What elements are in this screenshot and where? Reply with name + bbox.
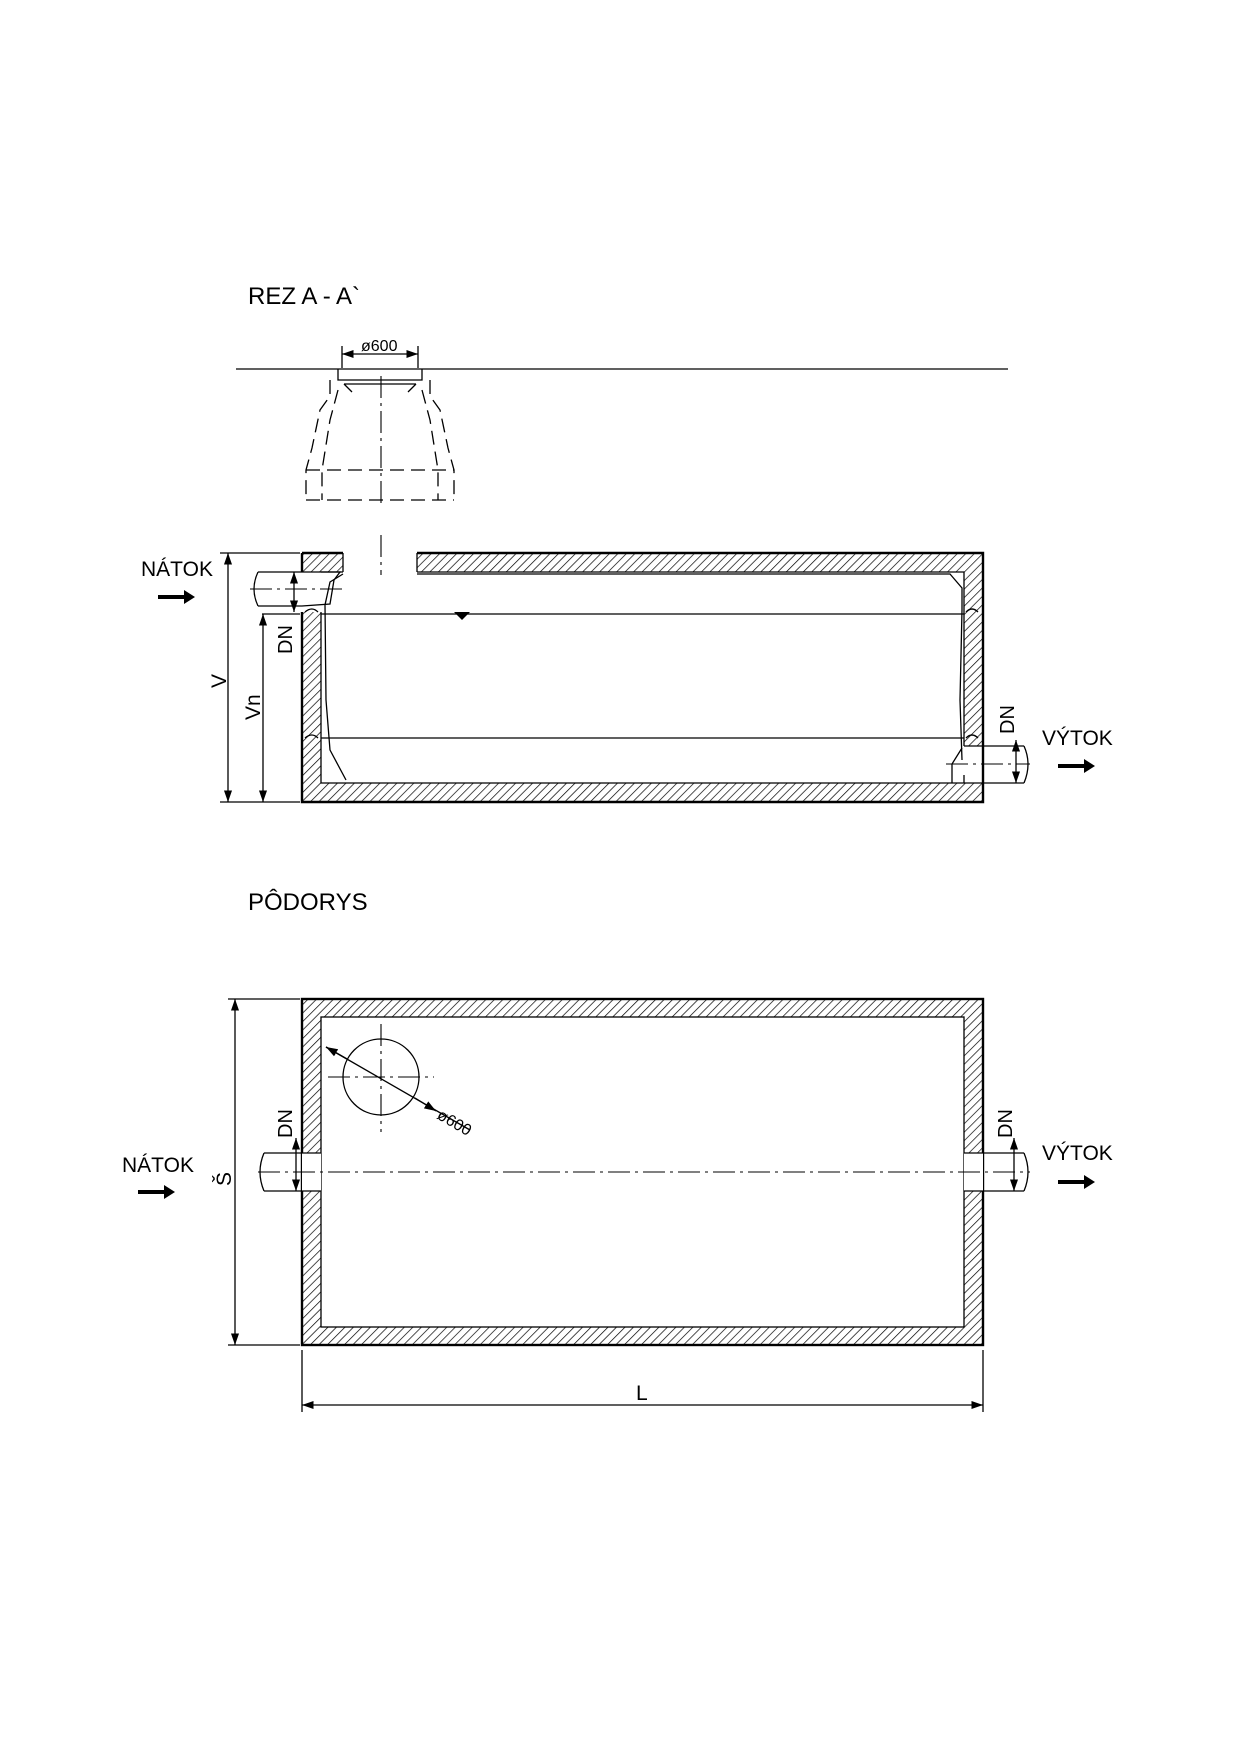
section-inlet-label: NÁTOK (141, 558, 213, 581)
plan-inlet-label: NÁTOK (122, 1154, 194, 1177)
inlet-pipe-section: DN (250, 571, 346, 654)
plan-view: PÔDORYS DN DN (122, 888, 1113, 1412)
manhole-diameter-label: ø600 (361, 338, 398, 355)
plan-outlet-dn-label: DN (995, 1109, 1017, 1138)
section-view: REZ A - A` ø600 (141, 283, 1113, 804)
height-label: V (208, 674, 231, 688)
water-height-label: Vn (242, 694, 265, 720)
plan-inlet-dn-label: DN (275, 1109, 297, 1138)
plan-title: PÔDORYS (248, 888, 368, 916)
length-label: L (636, 1382, 648, 1405)
manhole-plan: ø600 (325, 1024, 474, 1140)
plan-outlet-label: VÝTOK (1042, 1142, 1113, 1165)
height-dimension: V (208, 552, 300, 803)
plan-manhole-diameter-label: ø600 (434, 1107, 474, 1140)
tank-section-walls (300, 551, 985, 804)
water-height-dimension: Vn (242, 613, 300, 802)
outlet-dn-label: DN (997, 705, 1019, 734)
section-title: REZ A - A` (248, 283, 360, 310)
plan-inlet-arrow (138, 1185, 175, 1199)
outlet-pipe-section: DN (946, 705, 1030, 784)
inner-tank-liner (304, 535, 979, 781)
width-label: Š (213, 1172, 236, 1186)
manhole-diameter-dimension: ø600 (341, 338, 419, 368)
length-dimension: L (301, 1350, 984, 1412)
width-dimension: Š (213, 998, 300, 1346)
manhole-shaft (305, 369, 455, 504)
plan-outlet-arrow (1058, 1175, 1095, 1189)
section-outlet-label: VÝTOK (1042, 727, 1113, 750)
section-outlet-arrow (1058, 759, 1095, 773)
section-inlet-arrow (158, 590, 195, 604)
outlet-pipe-plan: DN (964, 1109, 1029, 1192)
inlet-dn-label: DN (275, 625, 297, 654)
